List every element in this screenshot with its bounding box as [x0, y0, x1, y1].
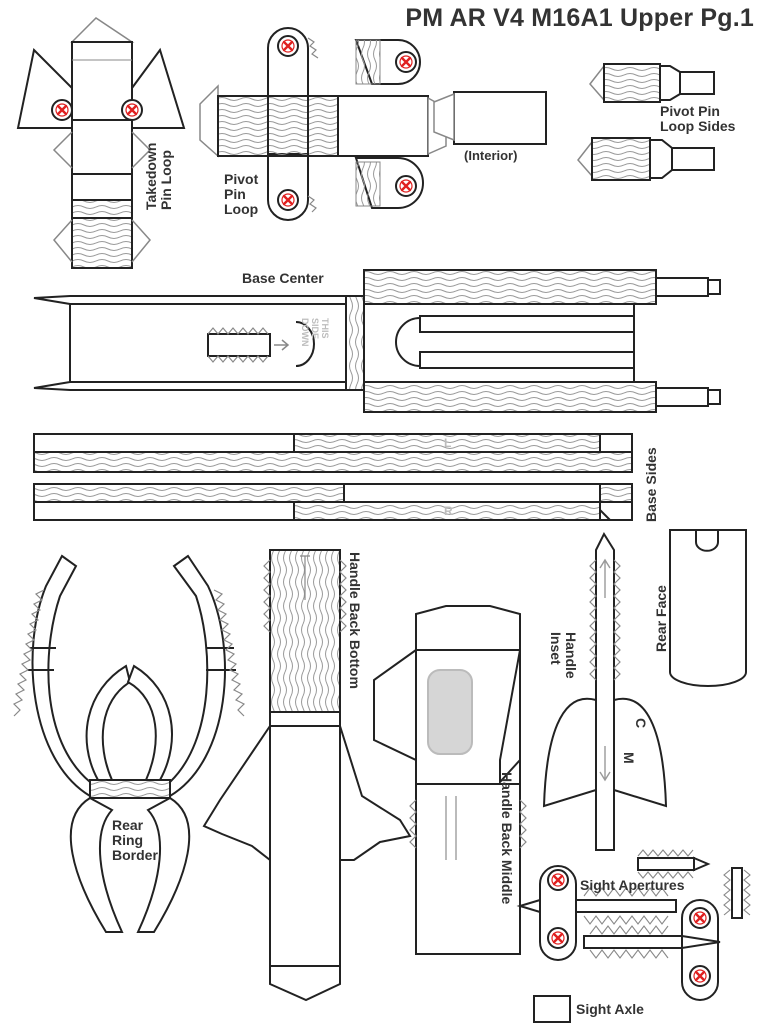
handle-inset-label: Handle Inset [548, 632, 579, 679]
rear-ring-border-label: Rear Ring Border [112, 817, 158, 863]
takedown-pin-loop-part [16, 17, 186, 269]
mark-c: C [633, 718, 649, 729]
base-sides-part [33, 433, 633, 521]
cut-hole-icon [394, 50, 418, 74]
cut-hole-icon [50, 98, 74, 122]
pivot-pin-loop-sides-part [577, 63, 715, 181]
handle-back-bottom-part [202, 549, 412, 1002]
cut-hole-icon [276, 188, 300, 212]
cut-hole-icon [688, 964, 712, 988]
cut-hole-icon [688, 906, 712, 930]
pivot-pin-loop-sides-label: Pivot Pin Loop Sides [660, 103, 736, 134]
sight-apertures-label: Sight Apertures [580, 877, 685, 893]
rear-face-part [669, 529, 747, 687]
handle-back-middle-label: Handle Back Middle [499, 772, 515, 905]
handle-back-middle-part [373, 605, 527, 955]
cut-hole-icon [276, 34, 300, 58]
mark-m: M [621, 752, 637, 764]
base-center-part [33, 269, 721, 413]
takedown-pin-loop-label: Takedown Pin Loop [143, 142, 174, 210]
base-sides-label: Base Sides [643, 447, 659, 522]
rear-ring-border-part [12, 554, 246, 933]
interior-label: (Interior) [464, 148, 518, 163]
cut-hole-icon [546, 868, 570, 892]
sight-axle-label: Sight Axle [576, 1001, 644, 1017]
side-right-mark: R [444, 504, 453, 518]
sight-apertures-part [516, 849, 751, 1001]
side-left-mark: L [444, 436, 452, 450]
pivot-pin-loop-label: Pivot Pin Loop [224, 171, 259, 217]
sheet-title: PM AR V4 M16A1 Upper Pg.1 [405, 4, 754, 32]
sight-axle-part [533, 995, 571, 1023]
handle-inset-part [542, 531, 668, 851]
base-center-label: Base Center [242, 270, 324, 286]
cut-hole-icon [394, 174, 418, 198]
cut-hole-icon [546, 926, 570, 950]
handle-back-bottom-label: Handle Back Bottom [347, 552, 363, 689]
this-side-down-line: SIDE [310, 318, 320, 339]
rear-face-label: Rear Face [653, 585, 669, 652]
this-side-down-line: DOWN [300, 318, 310, 347]
this-side-down-label: THIS SIDEDOWN [300, 318, 330, 347]
interior-part [433, 91, 547, 145]
cut-hole-icon [120, 98, 144, 122]
